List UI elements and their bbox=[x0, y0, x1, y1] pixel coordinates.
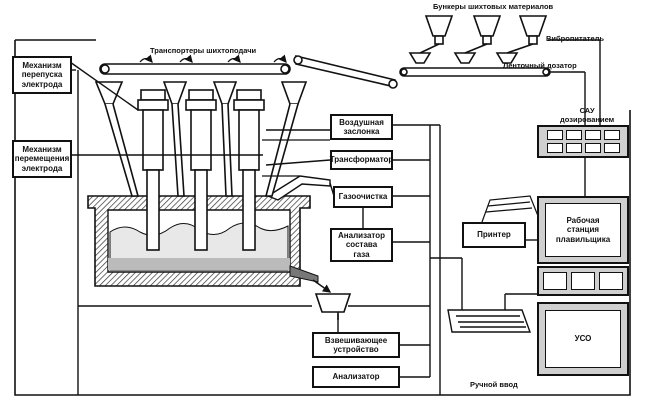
workstation-monitor: Рабочая станция плавильщика bbox=[537, 196, 629, 264]
air-damper-box: Воздушная заслонка bbox=[330, 114, 393, 140]
uso-panel: УСО bbox=[545, 310, 621, 368]
conveyors-label: Транспортеры шихтоподачи bbox=[150, 46, 257, 55]
belt-dispenser-label: Ленточный дозатор bbox=[503, 61, 577, 70]
bunkers-label: Бункеры шихтовых материалов bbox=[433, 2, 554, 11]
electrode-pass-mechanism-box: Механизм перепуска электрода bbox=[12, 56, 72, 94]
sau-dosing-panel bbox=[537, 125, 629, 158]
printer-box: Принтер bbox=[462, 222, 526, 248]
sau-dosing-label: САУ дозированием bbox=[560, 106, 615, 124]
electrodes bbox=[137, 89, 265, 251]
transformer-box: Трансформатор bbox=[330, 150, 393, 170]
manual-input-label: Ручной ввод bbox=[470, 380, 518, 389]
signal-lines bbox=[69, 39, 601, 395]
electrode-move-mechanism-box: Механизм перемещения электрода bbox=[12, 140, 72, 178]
furnace bbox=[87, 175, 331, 287]
printer-paper bbox=[481, 195, 539, 223]
workstation-screen: Рабочая станция плавильщика bbox=[545, 203, 621, 257]
gas-analyzer-box: Анализатор состава газа bbox=[330, 228, 393, 262]
analyzer-box: Анализатор bbox=[312, 366, 400, 388]
belt-dispenser bbox=[399, 67, 551, 77]
vibrofeeder-label: Вибропитатель bbox=[546, 34, 605, 43]
gas-cleaning-box: Газоочистка bbox=[333, 186, 393, 208]
ladle bbox=[314, 293, 352, 320]
charge-funnels bbox=[94, 81, 308, 197]
uso-cabinet: УСО bbox=[537, 302, 629, 376]
inclined-conveyor bbox=[293, 54, 398, 89]
workstation-base bbox=[537, 266, 629, 296]
top-conveyors bbox=[99, 63, 291, 75]
charge-bunkers bbox=[408, 15, 548, 64]
outer-signal-frame bbox=[14, 39, 631, 396]
weighing-device-box: Взвешивающее устройство bbox=[312, 332, 400, 358]
keyboard bbox=[447, 309, 531, 333]
